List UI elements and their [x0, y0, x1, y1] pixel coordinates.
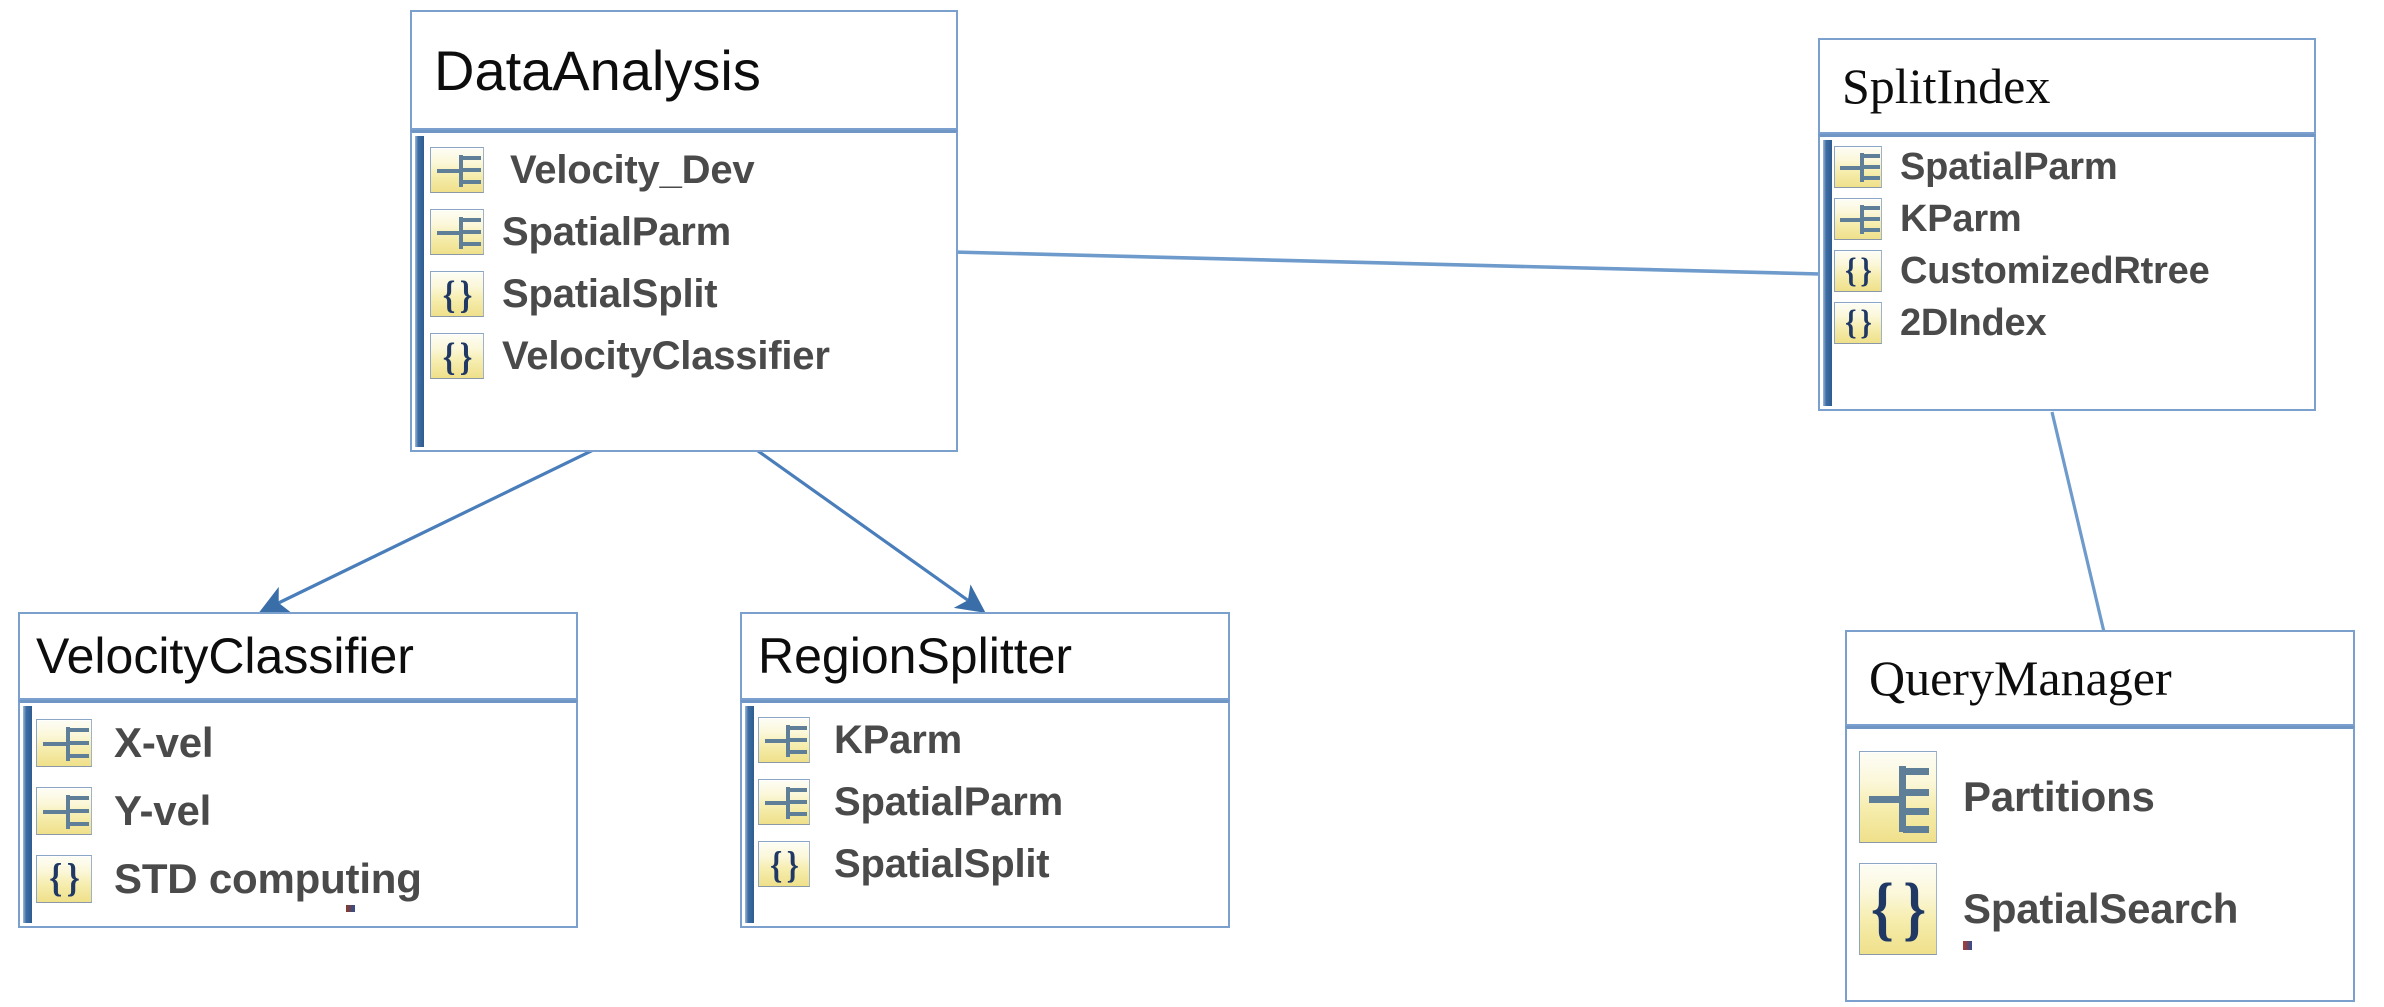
- curly-brace-method-icon: { }: [758, 841, 810, 887]
- class-velocityclassifier[interactable]: VelocityClassifier X-vel: [18, 612, 578, 928]
- class-regionsplitter[interactable]: RegionSplitter KParm: [740, 612, 1230, 928]
- interface-hierarchy-icon: [1859, 751, 1937, 843]
- member-accent-rail: [415, 136, 424, 447]
- member-label: KParm: [834, 717, 962, 762]
- class-name-text: QueryManager: [1869, 650, 2172, 706]
- member-accent-rail: [23, 706, 32, 923]
- class-title-regionsplitter: RegionSplitter: [740, 612, 1230, 700]
- curly-brace-method-icon: { }: [1834, 302, 1882, 344]
- member-row[interactable]: { } STD computing: [20, 845, 576, 913]
- class-members-splitindex: SpatialParm KParm { } CustomizedRtree { …: [1818, 134, 2316, 411]
- member-accent-rail: [1823, 140, 1832, 406]
- interface-hierarchy-icon: [758, 779, 810, 825]
- member-label: 2DIndex: [1900, 301, 2047, 344]
- class-members-querymanager: Partitions { } SpatialSearch: [1845, 726, 2355, 1002]
- member-row[interactable]: SpatialParm: [412, 201, 956, 263]
- class-name-text: DataAnalysis: [434, 38, 761, 102]
- interface-hierarchy-icon: [430, 147, 484, 193]
- member-row[interactable]: { } 2DIndex: [1820, 297, 2314, 349]
- class-title-velocityclassifier: VelocityClassifier: [18, 612, 578, 700]
- interface-hierarchy-icon: [36, 787, 92, 835]
- member-label: SpatialParm: [834, 779, 1064, 824]
- member-label: VelocityClassifier: [502, 333, 830, 378]
- member-row[interactable]: { } SpatialSplit: [412, 263, 956, 325]
- member-row[interactable]: Y-vel: [20, 777, 576, 845]
- curly-brace-method-icon: { }: [1834, 250, 1882, 292]
- curly-brace-method-icon: { }: [430, 333, 484, 379]
- member-row[interactable]: { } CustomizedRtree: [1820, 245, 2314, 297]
- member-row[interactable]: Velocity_Dev: [412, 139, 956, 201]
- member-label: Velocity_Dev: [510, 147, 755, 192]
- edge-splitindex-querymanager: [2050, 411, 2106, 633]
- class-title-dataanalysis: DataAnalysis: [410, 10, 958, 130]
- class-title-splitindex: SplitIndex: [1818, 38, 2316, 134]
- member-label: Y-vel: [114, 787, 212, 834]
- class-dataanalysis[interactable]: DataAnalysis Velocity_Dev: [410, 10, 958, 452]
- curly-brace-method-icon: { }: [1859, 863, 1937, 955]
- member-row[interactable]: Partitions: [1847, 741, 2353, 853]
- interface-hierarchy-icon: [430, 209, 484, 255]
- member-label: SpatialSplit: [502, 271, 718, 316]
- interface-hierarchy-icon: [1834, 198, 1882, 240]
- member-row[interactable]: X-vel: [20, 709, 576, 777]
- member-row[interactable]: KParm: [1820, 193, 2314, 245]
- member-row[interactable]: { } VelocityClassifier: [412, 325, 956, 387]
- member-label: SpatialSearch: [1963, 885, 2239, 932]
- scan-artifact-speck: [346, 905, 355, 912]
- member-row[interactable]: { } SpatialSearch: [1847, 853, 2353, 965]
- class-name-text: RegionSplitter: [758, 628, 1073, 684]
- class-name-text: SplitIndex: [1842, 58, 2051, 114]
- member-label: SpatialSplit: [834, 841, 1050, 886]
- member-row[interactable]: KParm: [742, 709, 1228, 771]
- member-label: STD computing: [114, 855, 422, 902]
- interface-hierarchy-icon: [36, 719, 92, 767]
- class-members-velocityclassifier: X-vel Y-vel { } STD computing: [18, 700, 578, 928]
- member-label: CustomizedRtree: [1900, 249, 2210, 292]
- member-row[interactable]: { } SpatialSplit: [742, 833, 1228, 895]
- class-name-text: VelocityClassifier: [36, 628, 414, 684]
- class-splitindex[interactable]: SplitIndex SpatialParm: [1818, 38, 2316, 411]
- scan-artifact-speck: [1963, 941, 1972, 950]
- member-label: Partitions: [1963, 773, 2155, 820]
- member-label: KParm: [1900, 197, 2022, 240]
- edge-dataanalysis-splitindex: [952, 250, 1821, 276]
- member-row[interactable]: SpatialParm: [742, 771, 1228, 833]
- class-members-regionsplitter: KParm SpatialParm { } SpatialSplit: [740, 700, 1230, 928]
- member-label: SpatialParm: [1900, 145, 2118, 188]
- member-row[interactable]: SpatialParm: [1820, 141, 2314, 193]
- member-label: X-vel: [114, 719, 214, 766]
- class-title-querymanager: QueryManager: [1845, 630, 2355, 726]
- member-accent-rail: [745, 706, 754, 923]
- interface-hierarchy-icon: [1834, 146, 1882, 188]
- member-label: SpatialParm: [502, 209, 732, 254]
- curly-brace-method-icon: { }: [36, 855, 92, 903]
- class-members-dataanalysis: Velocity_Dev SpatialParm { } SpatialSpli…: [410, 130, 958, 452]
- curly-brace-method-icon: { }: [430, 271, 484, 317]
- interface-hierarchy-icon: [758, 717, 810, 763]
- class-querymanager[interactable]: QueryManager Partitions { } SpatialSearc…: [1845, 630, 2355, 1002]
